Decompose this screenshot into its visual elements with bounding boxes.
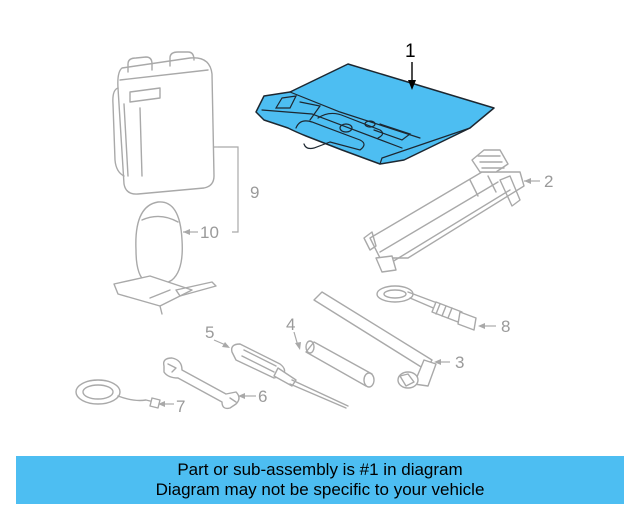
- parts-diagram: 9 10 1 2: [75, 41, 553, 416]
- callout-10: 10: [200, 223, 219, 242]
- callout-6: 6: [258, 387, 267, 406]
- open-end-wrench-icon: 6: [162, 357, 267, 410]
- callout-1: 1: [405, 41, 416, 62]
- callout-7: 7: [176, 397, 185, 416]
- callout-9-leader: 9: [213, 146, 259, 233]
- extension-bar-icon: 4: [286, 315, 375, 388]
- tool-tray-icon[interactable]: [255, 63, 495, 165]
- callout-8: 8: [501, 317, 510, 336]
- banner-line-1: Part or sub-assembly is #1 in diagram: [177, 460, 463, 479]
- screwdriver-icon: 5: [205, 323, 349, 409]
- callout-9: 9: [250, 183, 259, 202]
- callout-5: 5: [205, 323, 214, 342]
- callout-4: 4: [286, 315, 295, 334]
- callout-2: 2: [544, 172, 553, 191]
- eye-bolt-icon: 8: [376, 285, 510, 336]
- callout-3: 3: [455, 353, 464, 372]
- banner-line-2: Diagram may not be specific to your vehi…: [155, 480, 485, 499]
- callout-1-leader: 1: [405, 41, 416, 90]
- callout-10-leader: 10: [183, 223, 219, 242]
- tow-hook-cable-icon: 7: [75, 379, 185, 416]
- lug-wrench-icon: 3: [313, 291, 464, 389]
- tool-bag-icon: [112, 51, 215, 195]
- jack-bag-icon: [113, 201, 217, 315]
- scissor-jack-icon: 2: [363, 149, 553, 273]
- info-banner: Part or sub-assembly is #1 in diagram Di…: [16, 456, 624, 504]
